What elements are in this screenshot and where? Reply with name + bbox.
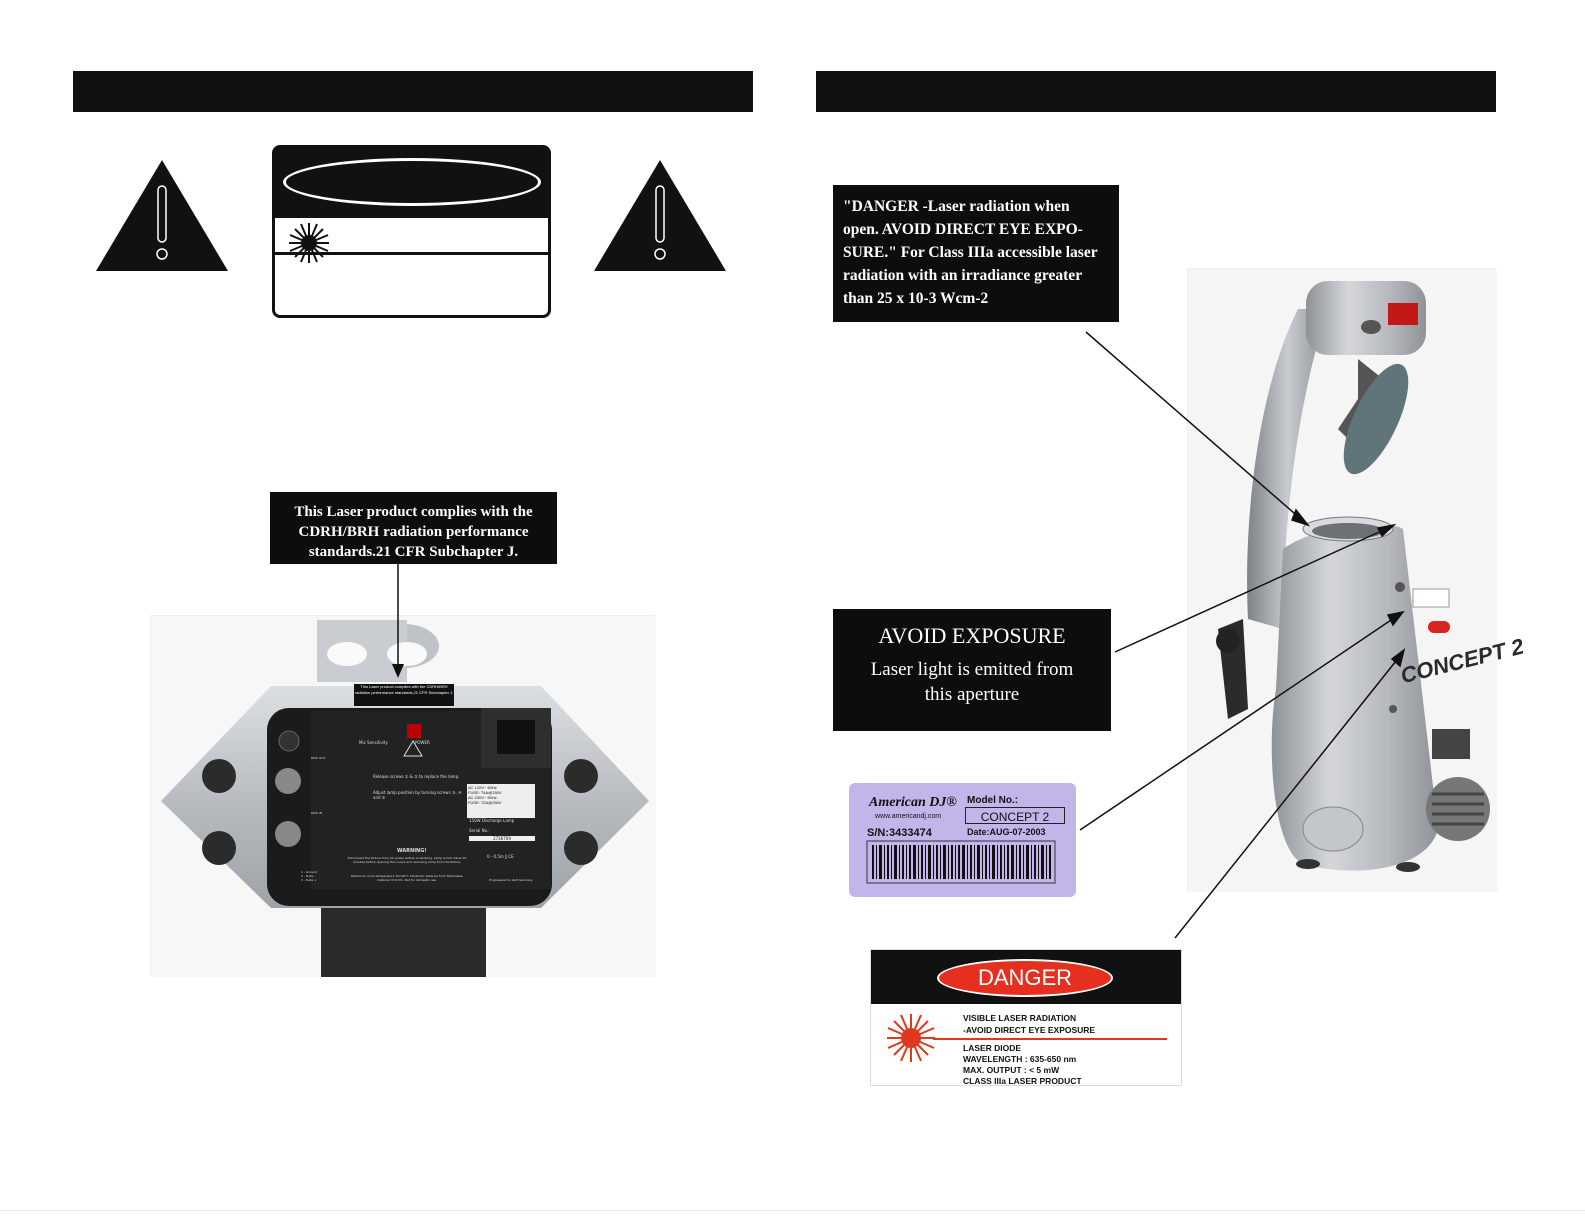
danger-line-5: MAX. OUTPUT : < 5 mW <box>963 1065 1060 1075</box>
pointer-arrow <box>392 562 404 678</box>
caution-label-top <box>275 148 548 218</box>
compliance-label: This Laser product complies with the CDR… <box>270 492 557 564</box>
danger-oval: DANGER <box>937 959 1113 997</box>
right-page-header-bar <box>816 71 1496 112</box>
laser-starburst-icon <box>887 1014 935 1062</box>
bottom-rule <box>0 1210 1585 1211</box>
danger-aperture-label: "DANGER -Laser radiation when open. AVOI… <box>833 185 1119 322</box>
serial-value-text: 2736709 <box>469 836 535 841</box>
caution-label-row-2 <box>275 255 548 315</box>
fuse-2-text: FUSE: T2A@250V <box>468 800 502 805</box>
pins-text: 1 - Ground 2 - Data - 3 - Data + <box>301 870 317 882</box>
voltage-1-text: AC 120V~ 60Hz <box>468 785 497 790</box>
serial-number-text: S/N:3433474 <box>867 827 932 839</box>
fixture-photo-art <box>1188 269 1497 892</box>
compliance-label-text: This Laser product complies with the CDR… <box>294 504 533 560</box>
avoid-exposure-label: AVOID EXPOSURE Laser light is emitted fr… <box>833 609 1111 731</box>
fuse-1-text: FUSE: T4A@250V <box>468 790 502 795</box>
product-id-label: American DJ® www.americandj.com Model No… <box>849 783 1076 897</box>
website-text: www.americandj.com <box>875 813 942 820</box>
dmx-out-text: DMX OUT <box>311 756 326 760</box>
model-value-box: CONCEPT 2 <box>965 807 1065 824</box>
warning-body-text: Disconnect the fixture from AC power bef… <box>347 856 467 864</box>
date-text: Date:AUG-07-2003 <box>967 827 1046 837</box>
danger-line-1: VISIBLE LASER RADIATION <box>963 1013 1077 1023</box>
ambient-text: Maximum room temperature Ta=40°C. Minimu… <box>351 874 463 882</box>
danger-line-3: LASER DIODE <box>963 1043 1022 1053</box>
warning-title-text: WARNING! <box>397 848 427 854</box>
ce-mark-text: 0 - 0.5m ‖ CE <box>487 854 514 859</box>
warning-triangle-icon <box>96 160 228 271</box>
dmx-in-text: DMX IN <box>311 811 323 815</box>
caution-laser-label <box>272 145 551 318</box>
brand-logo: American DJ® <box>869 795 957 810</box>
laser-starburst-icon <box>289 223 329 263</box>
rear-panel-small-label: This Laser product complies with the CDR… <box>354 684 454 706</box>
rear-panel-photo: This Laser product complies with the CDR… <box>150 615 656 977</box>
model-value-text: CONCEPT 2 <box>980 810 1050 824</box>
danger-title-text: DANGER <box>977 965 1073 990</box>
mic-sensitivity-text: Mic Sensitivity <box>359 740 388 745</box>
pointer-lines <box>1079 331 1406 939</box>
left-page-header-bar <box>73 71 753 112</box>
danger-sticker: DANGER VISIBLE LASER RADIATION -AVOID DI… <box>870 949 1182 1086</box>
model-label-text: Model No.: <box>967 795 1019 806</box>
release-screws-text: Release screws ① & ② to replace the lamp… <box>373 774 460 779</box>
caution-oval <box>283 158 541 206</box>
danger-red-rule <box>933 1038 1167 1040</box>
rear-panel-small-label-text: This Laser product complies with the CDR… <box>354 684 454 695</box>
avoid-exposure-title: AVOID EXPOSURE <box>878 623 1066 648</box>
danger-line-2: -AVOID DIRECT EYE EXPOSURE <box>963 1025 1096 1035</box>
danger-aperture-label-text: "DANGER -Laser radiation when open. AVOI… <box>843 198 1098 307</box>
voltage-box: AC 120V~ 60Hz FUSE: T4A@250V AC 230V~ 50… <box>467 784 535 818</box>
serial-label-text: Serial No.: <box>469 828 490 833</box>
danger-line-6: CLASS IIIa LASER PRODUCT <box>963 1076 1082 1086</box>
lamp-text: 150W Discharge Lamp <box>469 818 515 823</box>
avoid-exposure-text: Laser light is emitted from this apertur… <box>870 659 1074 705</box>
voltage-2-text: AC 230V~ 50Hz <box>468 795 497 800</box>
power-text: POWER <box>415 740 430 745</box>
caution-label-row-1 <box>275 218 548 263</box>
warning-triangle-icon <box>594 160 726 271</box>
fixture-photo: CONCEPT 2 <box>1187 268 1526 892</box>
danger-line-4: WAVELENGTH : 635-650 nm <box>963 1054 1077 1064</box>
barcode <box>866 840 1056 884</box>
rear-panel-photo-art <box>151 616 656 977</box>
adjust-lamp-text: Adjust lamp position by turning screws ③… <box>373 790 462 800</box>
danger-sticker-header: DANGER <box>871 950 1181 1004</box>
engineered-text: Engineered by GLP Germany <box>489 878 533 882</box>
